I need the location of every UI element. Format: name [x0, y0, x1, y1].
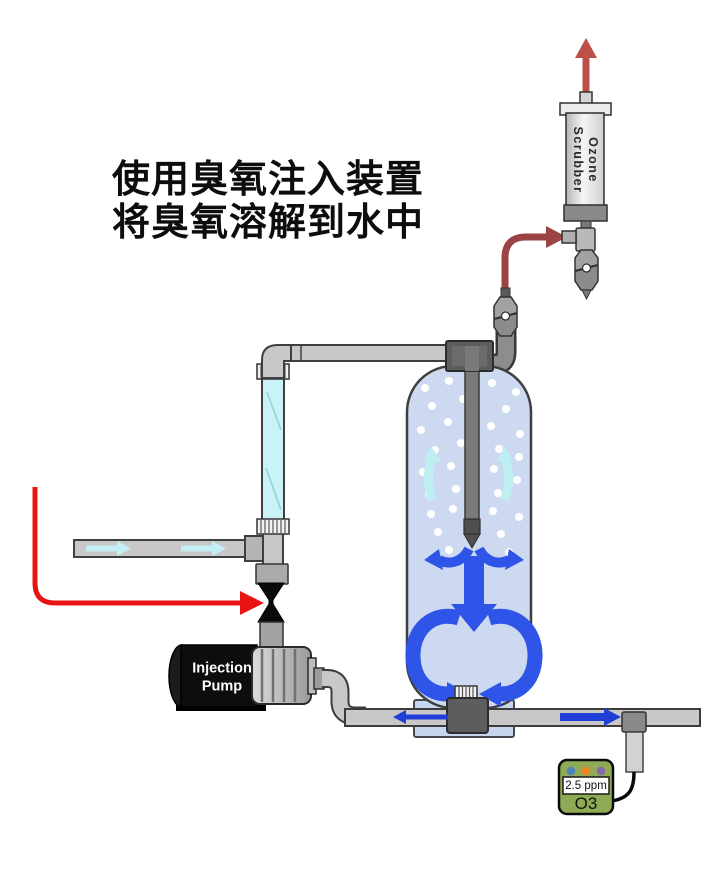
check-valve-2 [574, 249, 599, 301]
o3-meter [557, 758, 615, 816]
ozone-feed-arrow-icon [240, 591, 264, 615]
scrubber-inlet-fitting [575, 227, 596, 252]
rise-arrow-icon [496, 446, 513, 463]
transfer-arrow-icon [546, 226, 567, 248]
bubbles [417, 377, 524, 560]
meter-indicator-blue-icon [566, 766, 576, 776]
inlet-flow-arrow-icon [86, 541, 131, 556]
down-flow-arrow-icon [451, 556, 497, 632]
circulation-arrow-icon [479, 682, 501, 707]
heading-line-2: 将臭氧溶解到水中 [112, 200, 425, 244]
venturi-bottom-fitting [259, 621, 284, 649]
ozone-scrubber [559, 38, 612, 301]
ozone-transfer-line [501, 226, 567, 290]
bottom-outlet-pipe [344, 697, 701, 734]
contact-tank [405, 359, 543, 710]
scrubber-vent-arrow [575, 38, 597, 93]
meter-display [562, 776, 610, 795]
sensor-cable [611, 771, 636, 803]
sight-tube-glare [265, 391, 282, 511]
scrubber-side-port [561, 230, 577, 244]
riser-pipe [262, 531, 284, 569]
ozone-feed-line [32, 487, 264, 615]
rise-flow-arrows [423, 446, 514, 502]
heading-text: 使用臭氧注入装置 将臭氧溶解到水中 [112, 158, 424, 244]
ozone-scrubber-label: Ozone Scrubber [571, 126, 600, 194]
scrubber-body [565, 112, 605, 208]
rise-arrow-icon [424, 446, 441, 463]
o3-sensor-probe [611, 711, 647, 803]
tank-head [445, 340, 494, 372]
meter-indicator-purple-icon [596, 766, 606, 776]
meter-indicator-orange-icon [581, 766, 591, 776]
venturi-injector-assembly [255, 531, 289, 649]
flow-right-arrow-icon [604, 708, 621, 726]
tank-bottom-connector [446, 697, 489, 734]
probe-nut [621, 711, 647, 733]
sight-glass-tube [256, 363, 290, 535]
flow-left-arrow-icon [393, 710, 406, 724]
probe-body [625, 731, 644, 773]
pipe-flow-arrows [393, 708, 621, 726]
top-pipe [290, 344, 456, 362]
ribbed-fitting-bottom [256, 518, 290, 535]
injection-pump-label: Injection Pump [192, 660, 252, 695]
top-feed-pipe [261, 344, 456, 379]
heading-line-1: 使用臭氧注入装置 [112, 157, 425, 201]
o3-meter-gas-label: O3 [574, 794, 598, 813]
venturi-top-fitting [255, 563, 289, 585]
valve-pivot-icon [500, 311, 511, 321]
circulation-arrow-icon [424, 549, 443, 570]
vent-arrow-icon [575, 38, 597, 58]
inlet-coupling [244, 535, 265, 562]
ozone-feed-path [32, 487, 240, 606]
check-valve-1 [493, 287, 518, 337]
water-inlet-pipe [73, 535, 265, 562]
o3-meter-reading: 2.5 ppm [565, 780, 607, 792]
valve-pivot-icon [581, 263, 592, 273]
scrubber-bottom-cap [563, 204, 608, 222]
circulation-arrow-icon [505, 549, 524, 570]
inlet-flow-arrow-icon [181, 541, 226, 556]
pump-head-rings [260, 649, 297, 702]
venturi-injector-icon [257, 582, 285, 623]
circulation-arrows [405, 546, 543, 707]
diffuser-dip-tube [463, 359, 481, 550]
tank-head-outlet-elbow [486, 329, 517, 375]
injection-pump [168, 644, 325, 711]
sight-tube [261, 376, 285, 522]
